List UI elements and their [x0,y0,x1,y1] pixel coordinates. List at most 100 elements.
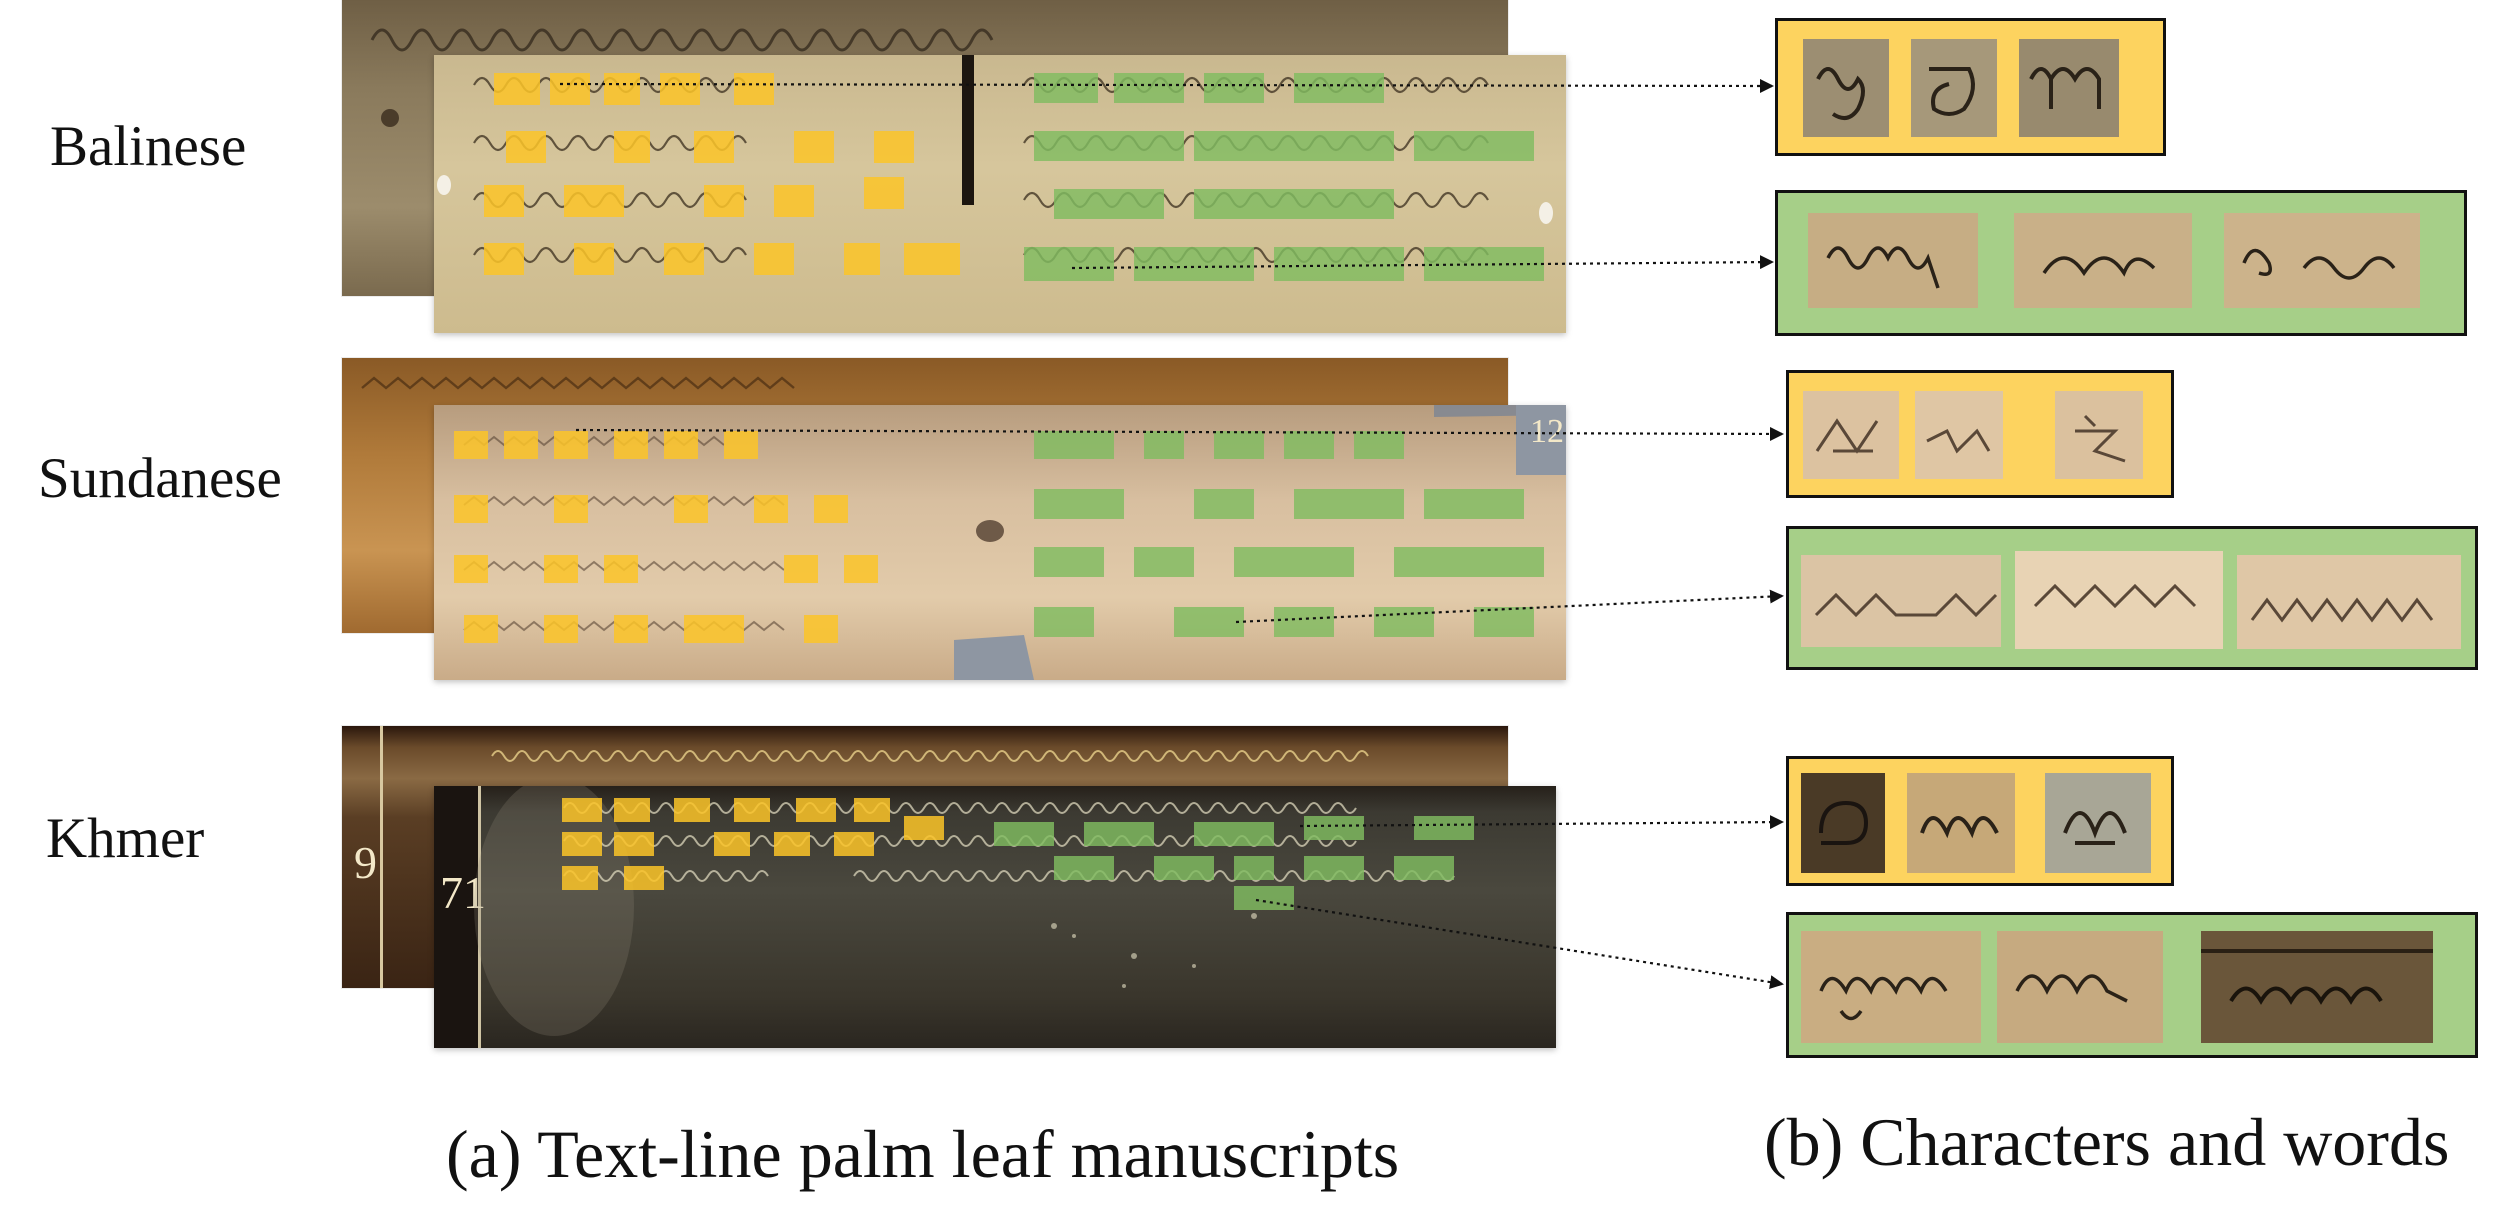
word-sample [1808,213,1978,308]
character-sample [2019,39,2119,137]
char-highlight [454,495,488,523]
char-highlight [506,131,546,163]
caption-right: (b) Characters and words [1764,1104,2450,1180]
character-sample [1915,391,2003,479]
char-highlight [784,555,818,583]
char-highlight [704,185,744,217]
char-highlight [624,866,664,890]
char-highlight [504,431,538,459]
balinese-characters-panel [1775,18,2166,156]
character-sample [1803,391,1899,479]
char-highlight [604,555,638,583]
leaf-number: 12 [1530,413,1564,450]
word-highlight [1154,856,1214,880]
word-highlight [1194,489,1254,519]
word-highlight [1194,189,1394,219]
khmer-characters-panel [1786,756,2174,886]
word-sample [2014,213,2192,308]
char-highlight [724,431,758,459]
word-highlight [1054,856,1114,880]
char-highlight [614,431,648,459]
char-highlight [904,816,944,840]
label-khmer: Khmer [46,807,205,870]
label-sundanese: Sundanese [38,447,282,510]
word-highlight [1294,489,1404,519]
word-highlight [1194,131,1394,161]
word-highlight [1284,431,1334,459]
character-sample [1911,39,1997,137]
char-highlight [854,798,890,822]
char-highlight [694,131,734,163]
word-highlight [1084,822,1154,846]
char-highlight [864,177,904,209]
word-highlight [1304,816,1364,840]
word-highlight [1174,607,1244,637]
word-highlight [1034,131,1184,161]
word-highlight [1034,431,1114,459]
word-highlight [1274,247,1404,281]
char-highlight [814,495,848,523]
char-highlight [614,832,654,856]
balinese-leaf-front [434,55,1566,333]
word-highlight [1134,247,1254,281]
char-highlight [604,73,640,105]
char-highlight [774,185,814,217]
sundanese-words-panel [1786,526,2478,670]
word-highlight [1214,431,1264,459]
char-highlight [674,798,710,822]
char-highlight [844,243,880,275]
label-balinese: Balinese [50,115,247,178]
char-highlight [574,243,614,275]
char-highlight [454,431,488,459]
word-highlight [1304,856,1364,880]
char-highlight [734,798,770,822]
char-highlight [564,185,624,217]
char-highlight [494,73,540,105]
word-highlight [1414,816,1474,840]
char-highlight [464,615,498,643]
char-highlight [614,798,650,822]
char-highlight [684,615,744,643]
char-highlight [804,615,838,643]
word-sample [1801,555,2001,647]
word-highlight [994,822,1054,846]
char-highlight [660,73,700,105]
char-highlight [774,832,810,856]
char-highlight [754,243,794,275]
word-highlight [1144,431,1184,459]
word-sample [1997,931,2163,1043]
char-highlight [484,243,524,275]
word-highlight [1424,489,1524,519]
char-highlight [714,832,750,856]
word-highlight [1414,131,1534,161]
sundanese-characters-panel [1786,370,2174,498]
character-sample [1803,39,1889,137]
word-highlight [1134,547,1194,577]
word-highlight [1034,607,1094,637]
character-sample [2045,773,2151,873]
word-highlight [1234,547,1354,577]
char-highlight [562,798,602,822]
character-sample [1801,773,1885,873]
char-highlight [664,243,704,275]
word-highlight [1034,73,1098,103]
char-highlight [554,431,588,459]
char-highlight [904,243,960,275]
character-sample [2055,391,2143,479]
word-highlight [1274,607,1334,637]
character-sample [1907,773,2015,873]
word-highlight [1234,856,1274,880]
char-highlight [844,555,878,583]
char-highlight [754,495,788,523]
char-highlight [562,866,598,890]
khmer-leaf-front: 71 [434,786,1556,1048]
front-leaf-number: 71 [440,867,486,918]
word-highlight [1024,247,1114,281]
word-highlight [1034,489,1124,519]
char-highlight [484,185,524,217]
char-highlight [544,555,578,583]
word-highlight [1354,431,1404,459]
word-sample [2201,931,2433,1043]
char-highlight [734,73,774,105]
char-highlight [614,131,650,163]
